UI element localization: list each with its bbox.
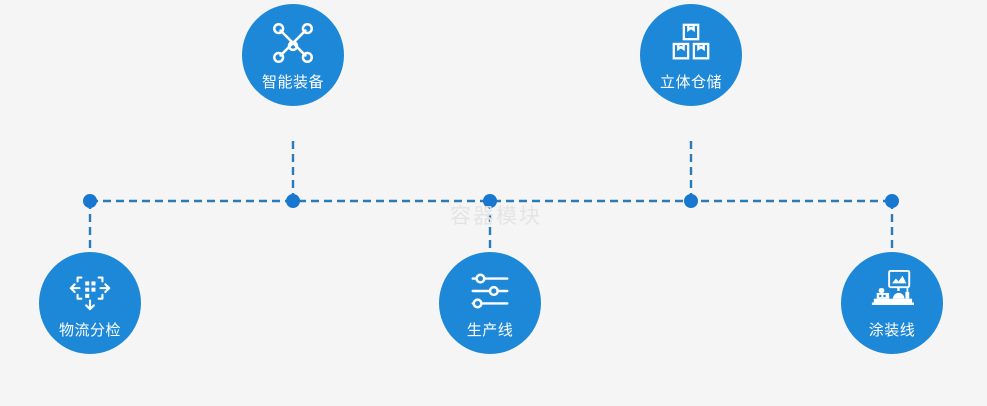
watermark-text: 容器模块	[450, 204, 542, 228]
junction-dot-production	[483, 194, 497, 208]
junction-dot-left	[83, 194, 97, 208]
factory-machine-icon	[871, 269, 914, 305]
network-nodes-icon	[273, 22, 313, 63]
node-label-stereoscopic-warehouse: 立体仓储	[659, 72, 722, 91]
node-logistics-sorting[interactable]: 物流分检	[39, 252, 141, 354]
node-label-production-line: 生产线	[466, 320, 514, 339]
node-coating-line[interactable]: 涂装线	[841, 252, 943, 354]
node-production-line[interactable]: 生产线	[439, 252, 541, 354]
sorting-arrows-icon	[69, 276, 111, 310]
node-label-coating-line: 涂装线	[868, 320, 916, 339]
node-intelligent-equipment[interactable]: 智能装备	[242, 4, 344, 106]
junction-dot-equipment	[286, 194, 300, 208]
node-label-logistics-sorting: 物流分检	[58, 320, 121, 339]
node-stereoscopic-warehouse[interactable]: 立体仓储	[640, 4, 742, 106]
stacked-boxes-icon	[672, 23, 710, 59]
junction-dot-right	[885, 194, 899, 208]
junction-dot-warehouse	[684, 194, 698, 208]
sliders-icon	[471, 272, 509, 309]
node-label-intelligent-equipment: 智能装备	[261, 72, 324, 91]
